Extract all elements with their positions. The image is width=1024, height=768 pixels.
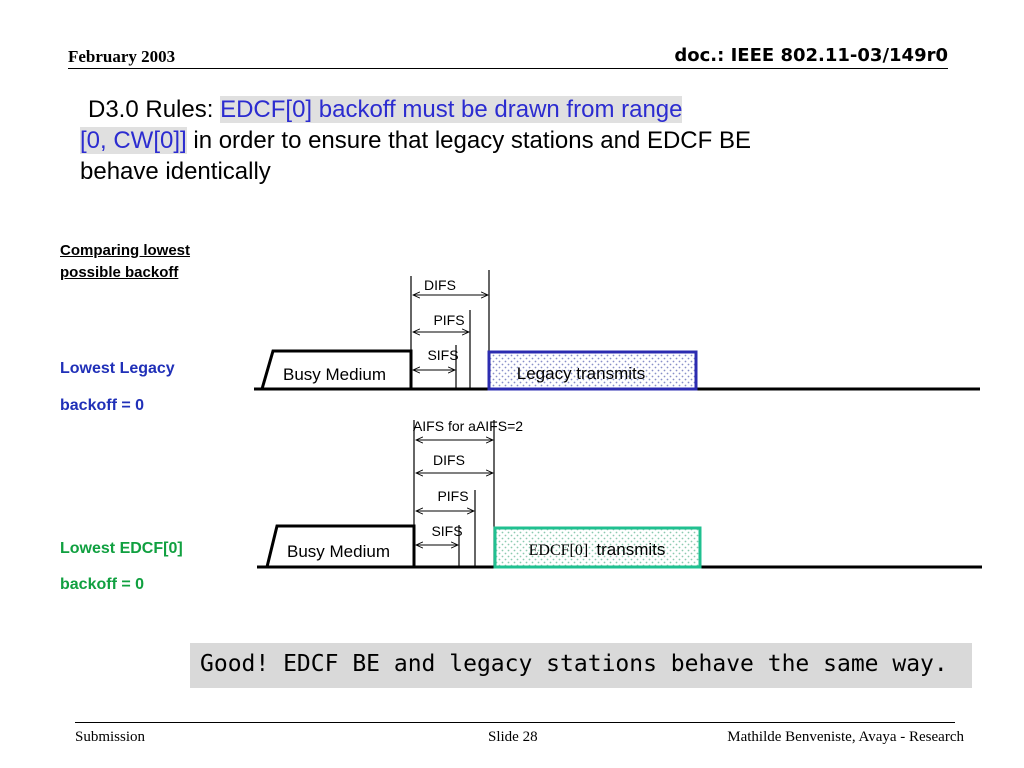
edcf-sifs-label: SIFS (431, 523, 462, 539)
title-rest-line2: behave identically (80, 158, 271, 185)
legacy-transmit-label: Legacy transmits (517, 364, 646, 383)
footer-submission: Submission (75, 729, 146, 745)
slide-title: D3.0 Rules: EDCF[0] backoff must be draw… (80, 94, 960, 187)
title-highlight-range: EDCF[0] backoff must be drawn from range (220, 96, 683, 123)
legacy-label-line1: Lowest Legacy (60, 360, 175, 377)
legacy-sifs-label: SIFS (427, 347, 458, 363)
edcf-label-line1: Lowest EDCF[0] (60, 540, 183, 557)
title-rest: in order to ensure that legacy stations … (193, 127, 751, 154)
title-highlight-cw: [0, CW[0]] (80, 127, 187, 154)
legacy-busy-medium-label: Busy Medium (283, 365, 386, 384)
callout-text: Good! EDCF BE and legacy stations behave… (200, 651, 948, 677)
edcf-difs-label: DIFS (433, 452, 465, 468)
header-doc-id: doc.: IEEE 802.11-03/149r0 (674, 45, 948, 66)
edcf-transmit-label: EDCF[0] transmits (529, 540, 666, 559)
edcf-timeline: AIFS for aAIFS=2 DIFS PIFS SIFS Busy Med… (257, 418, 982, 569)
comparing-label: Comparing lowest possible backoff (60, 242, 191, 281)
legacy-difs-label: DIFS (424, 277, 456, 293)
footer-slide-number: Slide 28 (488, 729, 538, 745)
edcf-label-line2: backoff = 0 (60, 576, 145, 593)
legacy-transmit-box (487, 350, 698, 391)
edcf-busy-medium-label: Busy Medium (287, 542, 390, 561)
legacy-pifs-label: PIFS (433, 312, 464, 328)
footer-author: Mathilde Benveniste, Avaya - Research (727, 729, 964, 745)
edcf-transmit-box (493, 526, 702, 569)
header-divider (68, 68, 948, 69)
edcf-pifs-label: PIFS (437, 488, 468, 504)
title-prefix: D3.0 Rules: (88, 96, 214, 123)
header-date: February 2003 (68, 47, 176, 66)
edcf-transmit-prefix: EDCF[0] (529, 542, 589, 559)
edcf-aifs-label: AIFS for aAIFS=2 (413, 418, 523, 434)
edcf-transmit-suffix: transmits (596, 540, 665, 559)
callout-box (190, 643, 972, 688)
footer-divider (75, 722, 955, 723)
legacy-timeline: DIFS PIFS SIFS Busy Medium Legacy transm… (254, 270, 980, 391)
legacy-label-line2: backoff = 0 (60, 397, 145, 414)
